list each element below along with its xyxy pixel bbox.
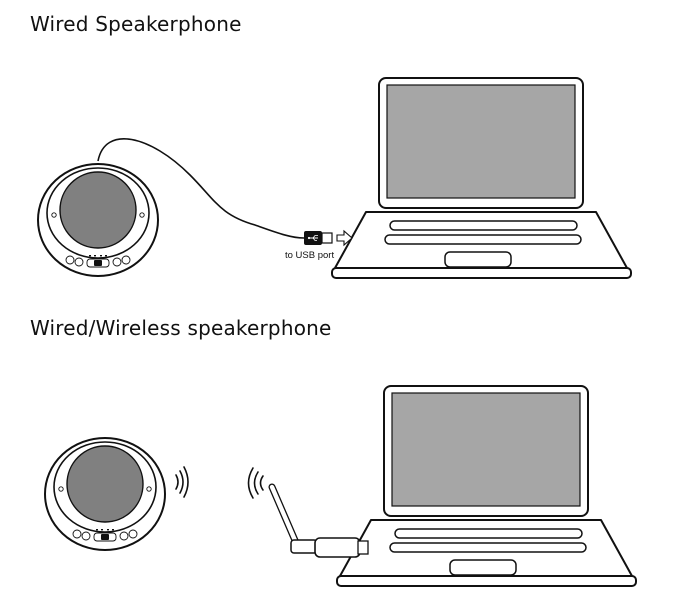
laptop-wireless	[336, 385, 637, 587]
usb-dongle-icon	[268, 483, 369, 558]
usb-plug-icon	[304, 231, 333, 245]
arrow-right-icon	[336, 229, 353, 247]
speakerphone-wired	[37, 163, 159, 277]
wireless-section-title: Wired/Wireless speakerphone	[30, 316, 332, 340]
wired-section-title: Wired Speakerphone	[30, 12, 242, 36]
antenna-waves-icon	[247, 467, 264, 499]
speakerphone-wireless	[44, 437, 166, 551]
usb-cable	[97, 138, 305, 239]
laptop-wired	[331, 77, 632, 279]
usb-port-label: to USB port	[285, 250, 334, 261]
wireless-waves-icon	[175, 466, 189, 498]
